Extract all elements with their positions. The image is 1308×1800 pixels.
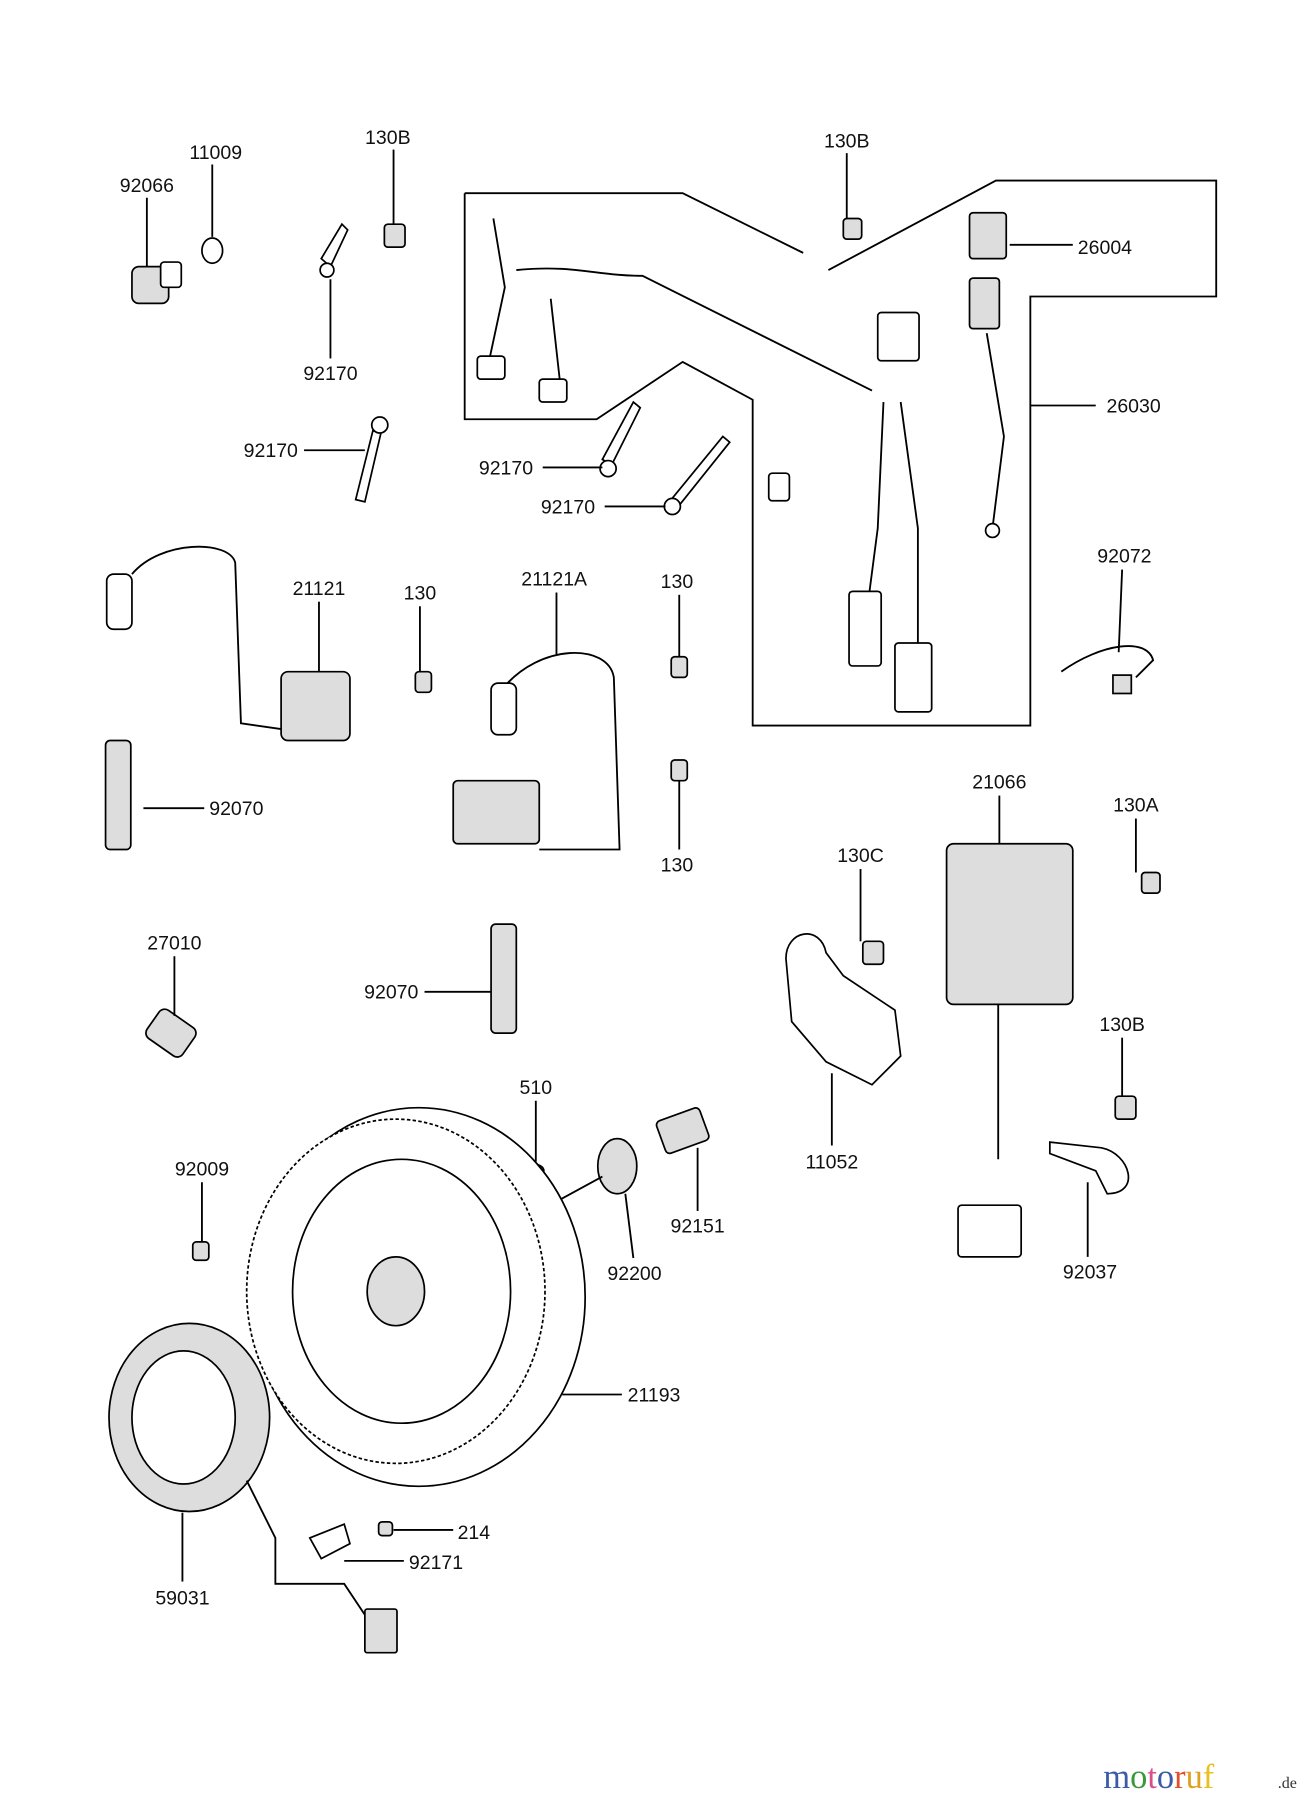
stator-part bbox=[108, 1322, 398, 1654]
part-label: 59031 bbox=[155, 1587, 209, 1609]
band-part bbox=[1060, 645, 1155, 679]
motoruf-logo: motoruf .de bbox=[1103, 1758, 1297, 1796]
part-label: 11009 bbox=[189, 142, 242, 164]
part-label: 130C bbox=[837, 845, 884, 867]
part-label: 130 bbox=[661, 571, 694, 593]
spark-plug-part bbox=[104, 739, 518, 1034]
regulator-part bbox=[945, 842, 1074, 1258]
part-label: 21121A bbox=[521, 569, 587, 591]
part-label: 130 bbox=[404, 582, 437, 604]
flywheel-washer-part bbox=[596, 1137, 638, 1195]
part-label: 130B bbox=[824, 130, 870, 152]
part-label: 21193 bbox=[628, 1384, 681, 1406]
part-label: 92070 bbox=[364, 982, 418, 1004]
part-label: 130A bbox=[1113, 795, 1159, 817]
part-label: 510 bbox=[520, 1077, 553, 1099]
part-label: 92170 bbox=[244, 440, 298, 462]
part-label: 92171 bbox=[409, 1552, 463, 1574]
svg-text:motoruf: motoruf bbox=[1103, 1758, 1214, 1796]
part-label: 92072 bbox=[1097, 546, 1151, 568]
part-label: 92070 bbox=[209, 798, 263, 820]
part-label: 92170 bbox=[541, 496, 595, 518]
part-label: 21066 bbox=[972, 772, 1026, 794]
band-clip bbox=[1112, 674, 1133, 695]
part-label: 26004 bbox=[1078, 237, 1132, 259]
part-label: 92170 bbox=[303, 363, 357, 385]
part-label: 214 bbox=[458, 1522, 491, 1544]
part-label: 21121 bbox=[293, 578, 346, 600]
clamp-part bbox=[1048, 1141, 1130, 1195]
part-label: 92037 bbox=[1063, 1262, 1117, 1284]
part-label: 130B bbox=[365, 127, 411, 149]
part-label: 26030 bbox=[1106, 395, 1160, 417]
oil-switch-part bbox=[145, 1008, 197, 1058]
wire-harness-part bbox=[476, 218, 1005, 713]
bolt-parts bbox=[191, 217, 1161, 1537]
part-label: 92151 bbox=[670, 1216, 724, 1238]
part-label: 130 bbox=[661, 854, 694, 876]
svg-text:.de: .de bbox=[1278, 1775, 1297, 1792]
harness-outline bbox=[464, 192, 804, 254]
part-label: 92170 bbox=[479, 457, 533, 479]
part-label: 11052 bbox=[805, 1151, 858, 1173]
part-label: 92066 bbox=[120, 175, 174, 197]
bracket-part bbox=[785, 933, 902, 1086]
flywheel-part bbox=[245, 1106, 587, 1488]
part-label: 27010 bbox=[147, 932, 201, 954]
drain-plug-part bbox=[131, 261, 183, 305]
ground-terminal-parts bbox=[319, 222, 731, 516]
leader-lines bbox=[143, 149, 1137, 1582]
part-label: 92009 bbox=[175, 1158, 229, 1180]
connector-part-2 bbox=[968, 277, 1001, 330]
part-labels: 92066 11009 130B 92170 92170 130B 26004 … bbox=[120, 127, 1161, 1610]
connector-part bbox=[968, 211, 1008, 260]
harness-outline-2 bbox=[463, 179, 1218, 727]
flywheel-bolt-part bbox=[655, 1107, 710, 1155]
part-label: 130B bbox=[1099, 1014, 1145, 1036]
washer-part bbox=[201, 237, 224, 265]
part-label: 92200 bbox=[607, 1263, 661, 1285]
ignition-coil-part bbox=[105, 545, 621, 851]
